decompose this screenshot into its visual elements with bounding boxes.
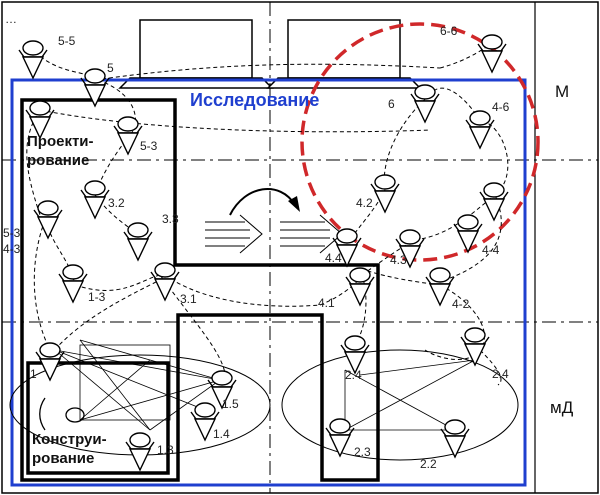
person-icon bbox=[465, 110, 495, 150]
curved-flow-arrow-head bbox=[288, 196, 300, 212]
person-icon bbox=[35, 342, 65, 382]
node-label: 1.4 bbox=[213, 427, 230, 441]
research-region-title: Исследование bbox=[190, 90, 320, 110]
node-label: 1 bbox=[30, 367, 37, 381]
person-icon bbox=[479, 182, 509, 222]
person-icons bbox=[18, 34, 509, 472]
person-icon bbox=[395, 229, 425, 269]
node-label: 4-4 bbox=[482, 243, 500, 257]
person-icon bbox=[80, 68, 110, 108]
node-label: 1.3 bbox=[157, 443, 174, 457]
person-icon bbox=[123, 222, 153, 262]
node-label: 5-5 bbox=[58, 34, 76, 48]
person-icon bbox=[325, 418, 355, 458]
monitor-left bbox=[118, 19, 274, 89]
person-icon bbox=[150, 262, 180, 302]
person-icon bbox=[332, 228, 362, 268]
node-label: 4.4 bbox=[325, 251, 342, 265]
node-label: 2.4 bbox=[492, 367, 509, 381]
construct-region-title-line2: рование bbox=[32, 450, 95, 467]
person-icon bbox=[440, 419, 470, 459]
bracket-mark bbox=[39, 397, 46, 431]
node-label: 3.2 bbox=[108, 196, 125, 210]
ellipsis-mark: … bbox=[5, 12, 17, 26]
node-label: 4.2 bbox=[356, 196, 373, 210]
person-icon bbox=[113, 116, 143, 156]
construct-network bbox=[54, 339, 476, 431]
level-bottom-label: мД bbox=[550, 398, 574, 417]
lab-group-ellipse bbox=[281, 349, 519, 461]
person-icon bbox=[453, 214, 483, 254]
person-icon bbox=[477, 34, 507, 74]
design-region-title-line1: Проекти- bbox=[27, 133, 94, 150]
node-label: 5-3 bbox=[140, 139, 158, 153]
person-icon bbox=[58, 264, 88, 304]
node-label: 4-6 bbox=[492, 100, 510, 114]
node-label: 1-3 bbox=[88, 290, 106, 304]
focus-circle bbox=[300, 22, 540, 262]
node-label: 5 bbox=[107, 61, 114, 75]
person-icon bbox=[370, 174, 400, 214]
node-label: 5-3 bbox=[3, 226, 21, 240]
node-label: 4.3 bbox=[390, 253, 407, 267]
construct-region-title-line1: Конструи- bbox=[32, 431, 107, 448]
node-label: 3.3 bbox=[162, 212, 179, 226]
person-icon bbox=[207, 370, 237, 410]
node-label: 1.5 bbox=[222, 397, 239, 411]
person-icon bbox=[18, 40, 48, 80]
node-label: 4-3 bbox=[3, 242, 21, 256]
level-top-label: М bbox=[555, 82, 570, 101]
node-label: 2.4 bbox=[345, 368, 362, 382]
person-icon bbox=[33, 200, 63, 240]
person-icon bbox=[345, 267, 375, 307]
person-icon bbox=[425, 267, 455, 307]
curved-flow-arrow bbox=[229, 188, 296, 216]
seated-person-icon bbox=[65, 407, 85, 423]
design-region-title-line2: рование bbox=[27, 152, 90, 169]
person-icon bbox=[190, 402, 220, 442]
design-region-border bbox=[20, 98, 380, 482]
flow-arrows bbox=[205, 214, 343, 254]
node-label: 4.1 bbox=[318, 296, 335, 310]
person-icon bbox=[80, 180, 110, 220]
node-label: 4-2 bbox=[452, 297, 470, 311]
person-icon bbox=[340, 335, 370, 375]
node-label: 3.1 bbox=[180, 292, 197, 306]
research-region-border bbox=[10, 78, 527, 487]
node-label: 6-6 bbox=[440, 24, 458, 38]
node-label: 2.3 bbox=[354, 445, 371, 459]
person-icon bbox=[125, 432, 155, 472]
person-icon bbox=[460, 327, 490, 367]
person-icon bbox=[25, 100, 55, 140]
node-label: 6 bbox=[388, 97, 395, 111]
node-label: 2.2 bbox=[420, 457, 437, 471]
person-icon bbox=[410, 84, 440, 124]
